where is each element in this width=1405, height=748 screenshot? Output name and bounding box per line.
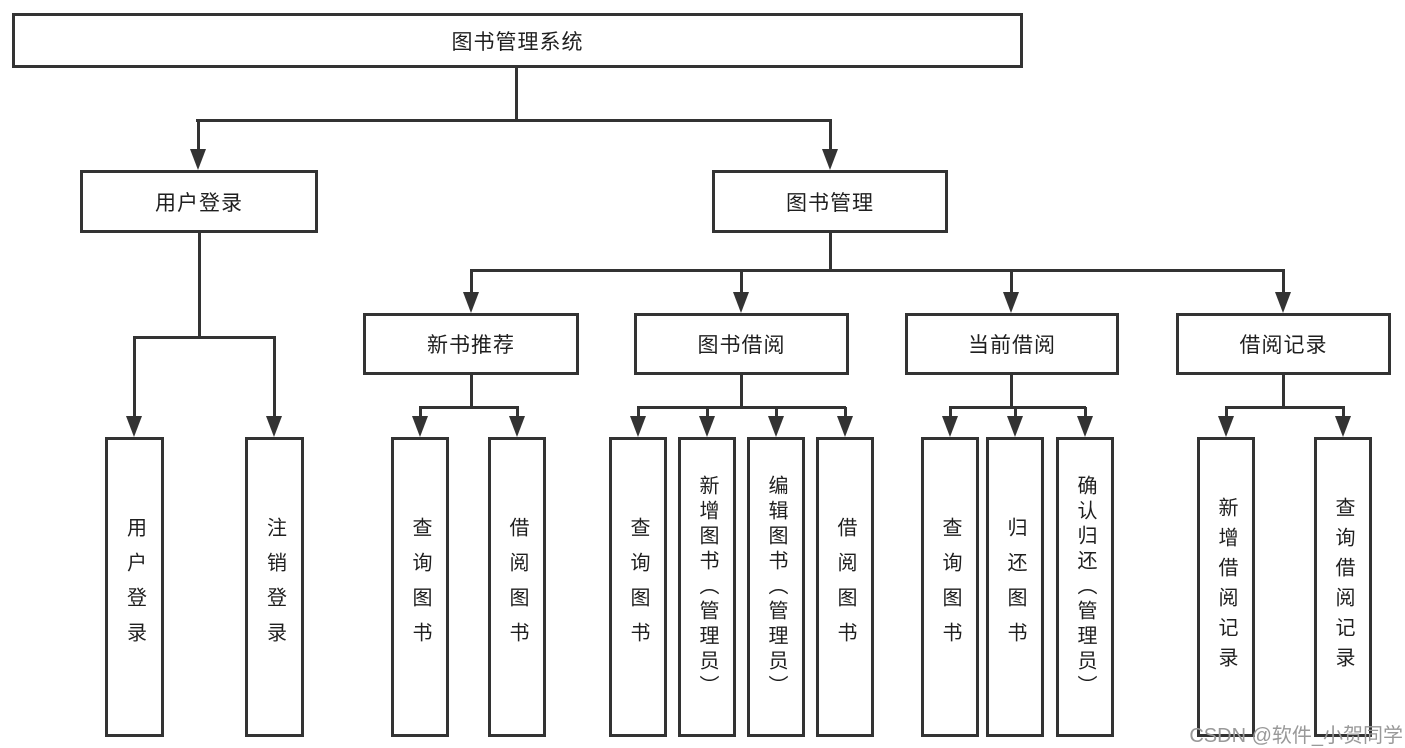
connector-line	[829, 120, 832, 152]
arrow-down-icon	[768, 416, 784, 437]
node-leaf-current-query-books: 查询图书	[921, 437, 979, 737]
node-leaf-borrow-edit-books-admin: 编辑图书（管理员）	[747, 437, 805, 737]
connector-line	[1014, 407, 1017, 419]
node-leaf-borrow-query-books: 查询图书	[609, 437, 667, 737]
connector-line	[1342, 407, 1345, 419]
csdn-watermark: CSDN @软件_小贺同学	[1189, 725, 1403, 747]
connector-line	[829, 233, 832, 271]
node-leaf-current-confirm-return-admin: 确认归还（管理员）	[1056, 437, 1114, 737]
connector-line	[637, 406, 846, 409]
connector-line	[1282, 375, 1285, 408]
arrow-down-icon	[463, 292, 479, 313]
connector-line	[706, 407, 709, 419]
node-leaf-recommend-borrow-books: 借阅图书	[488, 437, 546, 737]
connector-line	[1010, 375, 1013, 408]
arrow-down-icon	[126, 416, 142, 437]
arrow-down-icon	[190, 149, 206, 170]
arrow-down-icon	[733, 292, 749, 313]
connector-line	[740, 375, 743, 408]
connector-line	[419, 407, 422, 419]
node-book-management: 图书管理	[712, 170, 948, 233]
arrow-down-icon	[942, 416, 958, 437]
node-leaf-borrow-borrow-books: 借阅图书	[816, 437, 874, 737]
node-leaf-user-login: 用户登录	[105, 437, 164, 737]
node-user-login: 用户登录	[80, 170, 318, 233]
node-root: 图书管理系统	[12, 13, 1023, 68]
connector-line	[133, 337, 136, 419]
connector-line	[515, 68, 518, 121]
arrow-down-icon	[1077, 416, 1093, 437]
arrow-down-icon	[1335, 416, 1351, 437]
node-leaf-logout: 注销登录	[245, 437, 304, 737]
connector-line	[198, 233, 201, 339]
connector-line	[516, 407, 519, 419]
node-leaf-records-query-record: 查询借阅记录	[1314, 437, 1372, 737]
arrow-down-icon	[266, 416, 282, 437]
node-new-book-recommend: 新书推荐	[363, 313, 579, 375]
connector-line	[1225, 407, 1228, 419]
node-leaf-recommend-query-books: 查询图书	[391, 437, 449, 737]
connector-line	[196, 119, 832, 122]
arrow-down-icon	[1003, 292, 1019, 313]
connector-line	[470, 375, 473, 408]
connector-line	[470, 269, 1285, 272]
connector-line	[637, 407, 640, 419]
node-borrow-records: 借阅记录	[1176, 313, 1391, 375]
arrow-down-icon	[699, 416, 715, 437]
connector-line	[419, 406, 519, 409]
connector-line	[273, 337, 276, 419]
connector-line	[844, 407, 847, 419]
arrow-down-icon	[1275, 292, 1291, 313]
connector-line	[775, 407, 778, 419]
arrow-down-icon	[509, 416, 525, 437]
arrow-down-icon	[412, 416, 428, 437]
connector-line	[949, 406, 1086, 409]
connector-line	[197, 120, 200, 152]
node-leaf-current-return-books: 归还图书	[986, 437, 1044, 737]
connector-line	[740, 270, 743, 295]
node-current-borrow: 当前借阅	[905, 313, 1119, 375]
node-leaf-borrow-add-books-admin: 新增图书（管理员）	[678, 437, 736, 737]
arrow-down-icon	[822, 149, 838, 170]
connector-line	[1225, 406, 1345, 409]
node-book-borrow: 图书借阅	[634, 313, 849, 375]
connector-line	[133, 336, 276, 339]
connector-line	[470, 270, 473, 295]
arrow-down-icon	[1218, 416, 1234, 437]
connector-line	[1010, 270, 1013, 295]
connector-line	[1282, 270, 1285, 295]
node-leaf-records-add-record: 新增借阅记录	[1197, 437, 1255, 737]
arrow-down-icon	[837, 416, 853, 437]
arrow-down-icon	[630, 416, 646, 437]
connector-line	[949, 407, 952, 419]
connector-line	[1084, 407, 1087, 419]
arrow-down-icon	[1007, 416, 1023, 437]
